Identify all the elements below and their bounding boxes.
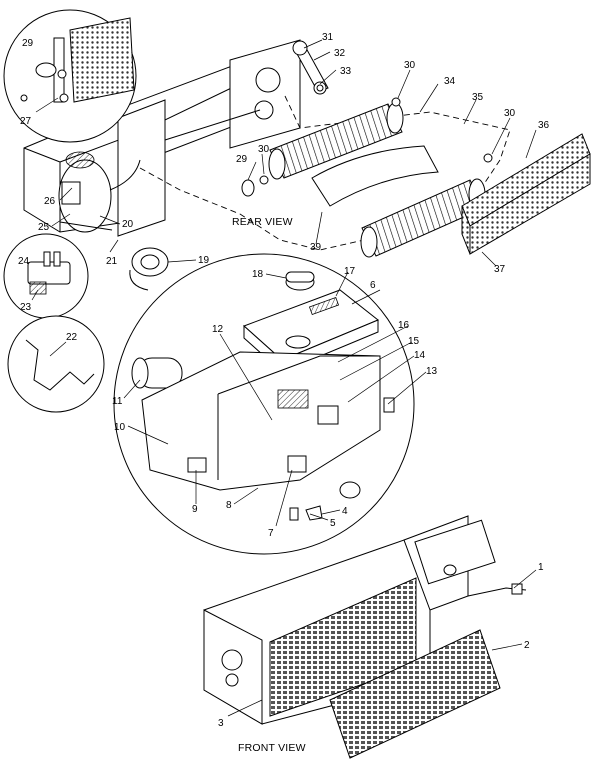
- scroll-housing: [311, 145, 439, 207]
- callout-32: 32: [334, 48, 346, 59]
- inset-detail-valve: [3, 233, 89, 319]
- callout-30-right: 30: [504, 108, 516, 119]
- washer-30c: [483, 153, 493, 163]
- callout-35: 35: [472, 92, 484, 103]
- callout-27: 27: [20, 116, 32, 127]
- callout-29-inset: 29: [22, 38, 34, 49]
- callout-29: 29: [236, 154, 248, 165]
- front-grille: [329, 629, 501, 759]
- bearing-29: [241, 179, 255, 197]
- callout-16: 16: [398, 320, 410, 331]
- compressor: [58, 151, 141, 233]
- callout-21: 21: [106, 256, 118, 267]
- callout-4: 4: [342, 506, 348, 517]
- callout-7: 7: [268, 528, 274, 539]
- callout-2: 2: [524, 640, 530, 651]
- callout-30-mid: 30: [404, 60, 416, 71]
- callout-22: 22: [66, 332, 78, 343]
- callout-13: 13: [426, 366, 438, 377]
- callout-36: 36: [538, 120, 550, 131]
- callout-12: 12: [212, 324, 224, 335]
- callout-37: 37: [494, 264, 506, 275]
- callout-31: 31: [322, 32, 334, 43]
- callout-10: 10: [114, 422, 126, 433]
- callout-5: 5: [330, 518, 336, 529]
- callout-39: 39: [310, 242, 322, 253]
- front-unit: [203, 515, 527, 725]
- callout-25: 25: [38, 222, 50, 233]
- callout-numbers: 1 2 3 4 5 6 7 8 9 10 11 12 13 14 15 16 1…: [18, 32, 550, 729]
- motor: [129, 247, 169, 291]
- condenser-coil: [461, 133, 591, 255]
- front-view-label: FRONT VIEW: [238, 742, 306, 754]
- callout-17: 17: [344, 266, 356, 277]
- callout-11: 11: [112, 396, 123, 407]
- blower-wheel-34: [268, 102, 404, 180]
- callout-8: 8: [226, 500, 232, 511]
- callout-20: 20: [122, 219, 134, 230]
- callout-15: 15: [408, 336, 420, 347]
- callout-9: 9: [192, 504, 198, 515]
- callout-6: 6: [370, 280, 376, 291]
- callout-1: 1: [538, 562, 544, 573]
- wire-harness-dashed: [139, 95, 511, 251]
- rear-view-label: REAR VIEW: [232, 216, 293, 228]
- callout-3: 3: [218, 718, 224, 729]
- inset-detail-top: [3, 9, 137, 143]
- washer-30a: [259, 175, 269, 185]
- callout-24: 24: [18, 256, 30, 267]
- callout-33: 33: [340, 66, 352, 77]
- callout-34: 34: [444, 76, 456, 87]
- inset-detail-bracket: [7, 315, 105, 413]
- inset-control-section: [113, 253, 415, 555]
- callout-19: 19: [198, 255, 210, 266]
- leader-lines: [31, 39, 537, 717]
- washer-30b: [391, 97, 401, 107]
- callout-30-left: 30: [258, 144, 270, 155]
- callout-18: 18: [252, 269, 264, 280]
- callout-14: 14: [414, 350, 426, 361]
- fan-blade-assembly: [292, 40, 329, 95]
- callout-23: 23: [20, 302, 32, 313]
- callout-26: 26: [44, 196, 56, 207]
